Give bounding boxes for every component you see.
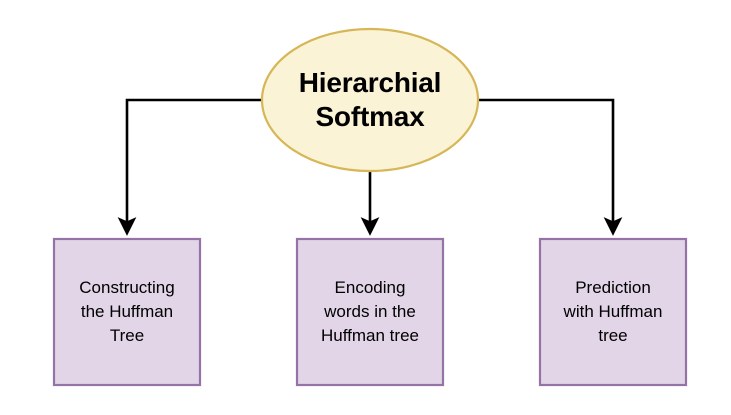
root-node-shape[interactable] xyxy=(260,27,480,173)
connector-root-to-constructing xyxy=(117,98,262,236)
child-node-shapes xyxy=(52,237,688,387)
connector-group xyxy=(117,98,623,236)
node-shape-constructing-huffman-tree[interactable] xyxy=(52,237,202,387)
node-shape-prediction-huffman[interactable] xyxy=(538,237,688,387)
node-shape-encoding-words[interactable] xyxy=(295,237,445,387)
connector-root-to-prediction xyxy=(479,98,623,236)
root-node-shape-group xyxy=(260,27,480,173)
